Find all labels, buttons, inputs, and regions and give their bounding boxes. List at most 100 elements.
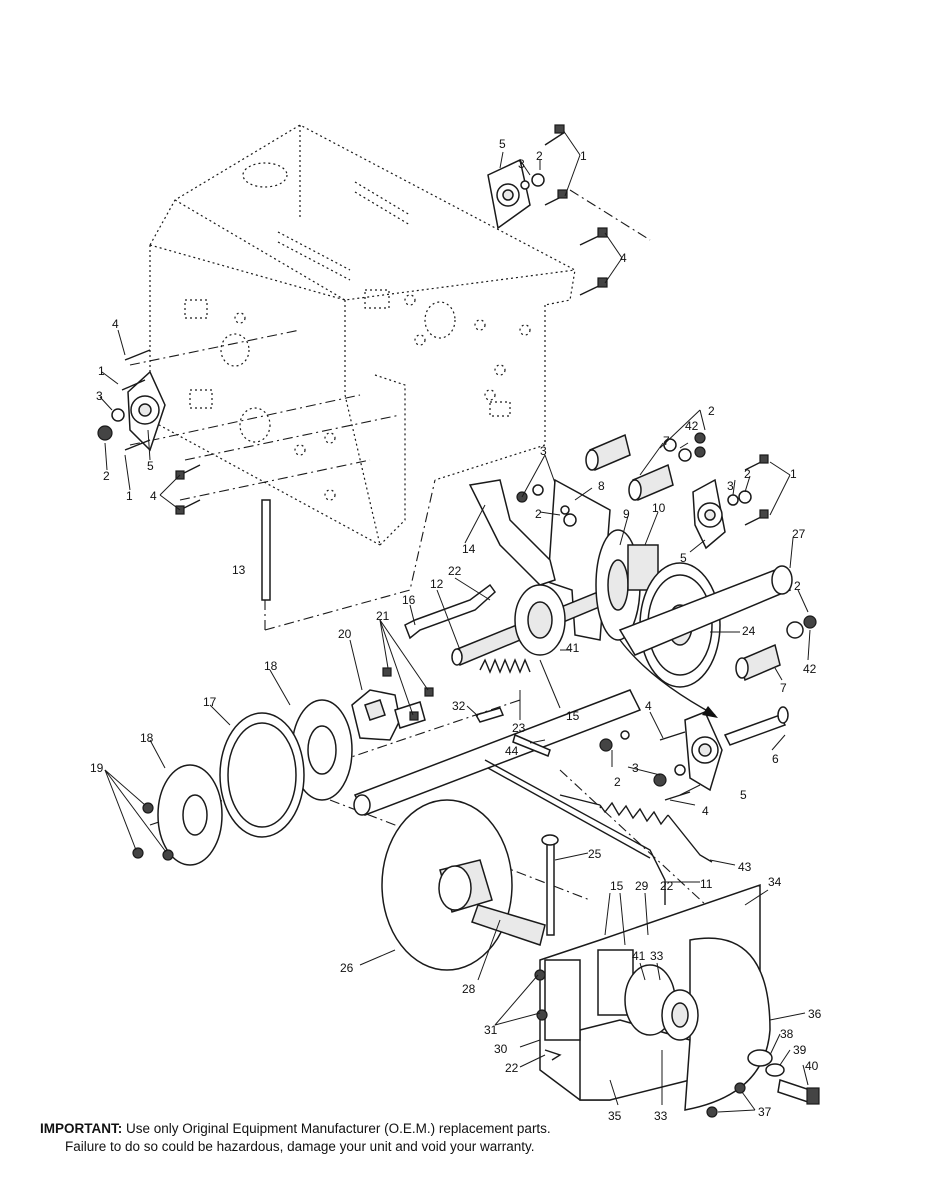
callout: 10 — [652, 501, 666, 515]
callout: 12 — [430, 577, 444, 591]
callout: 5 — [147, 459, 154, 473]
callout: 22 — [448, 564, 462, 578]
spacer-7-lower — [735, 615, 817, 682]
flange-bearing-left — [97, 349, 166, 452]
callout: 5 — [499, 137, 506, 151]
callout: 1 — [98, 364, 105, 378]
callout: 14 — [462, 542, 476, 556]
nuts-19 — [132, 802, 174, 861]
callout: 3 — [632, 761, 639, 775]
callout: 23 — [512, 721, 526, 735]
callout: 44 — [505, 744, 519, 758]
callout: 36 — [808, 1007, 822, 1021]
callout: 1 — [790, 467, 797, 481]
callout: 37 — [758, 1105, 772, 1119]
callout: 42 — [803, 662, 817, 676]
callout: 2 — [794, 579, 801, 593]
callout: 16 — [402, 593, 416, 607]
callout: 7 — [780, 681, 787, 695]
shaft-6 — [723, 706, 789, 746]
bolts-right-frame — [579, 227, 608, 296]
callout: 22 — [505, 1061, 519, 1075]
flange-bearing-lower-right — [599, 711, 723, 801]
flange-bearing-right — [692, 454, 769, 550]
nuts-37 — [706, 1082, 746, 1118]
callout: 8 — [598, 479, 605, 493]
callout-labels: 5 3 2 1 4 4 1 3 2 1 5 4 13 2 42 7 3 8 2 … — [90, 137, 822, 1123]
callout: 6 — [772, 752, 779, 766]
bolts-lower-left — [175, 464, 201, 515]
callout: 2 — [535, 507, 542, 521]
key-32-pin-44 — [474, 707, 551, 757]
callout: 9 — [623, 507, 630, 521]
callout: 35 — [608, 1109, 622, 1123]
callout: 11 — [700, 877, 713, 891]
callout: 4 — [620, 251, 627, 265]
important-notice: IMPORTANT: Use only Original Equipment M… — [40, 1120, 900, 1156]
shaft-28 — [471, 904, 546, 946]
callout: 5 — [680, 551, 687, 565]
callout: 3 — [96, 389, 103, 403]
plate-18-left — [157, 764, 223, 866]
callout: 41 — [566, 641, 580, 655]
friction-wheel-33 — [624, 964, 699, 1041]
friction-ring-17 — [219, 712, 305, 838]
callout: 28 — [462, 982, 476, 996]
callout: 19 — [90, 761, 104, 775]
spring-43 — [559, 794, 713, 863]
callout: 15 — [566, 709, 580, 723]
callout: 26 — [340, 961, 354, 975]
rod-13 — [261, 499, 271, 601]
clutch-36 — [684, 937, 771, 1111]
flange-bearing-top — [487, 124, 568, 230]
callout: 43 — [738, 860, 752, 874]
callout: 4 — [112, 317, 119, 331]
callout: 21 — [376, 609, 390, 623]
notice-line-2: Failure to do so could be hazardous, dam… — [65, 1139, 535, 1154]
callout: 27 — [792, 527, 806, 541]
callout: 42 — [685, 419, 699, 433]
callout: 7 — [663, 434, 670, 448]
callout: 33 — [650, 949, 664, 963]
callout: 2 — [614, 775, 621, 789]
callout: 18 — [264, 659, 278, 673]
callout: 5 — [740, 788, 747, 802]
bolts-31 — [534, 969, 548, 1021]
bearing-22-41 — [514, 584, 566, 656]
callout: 25 — [588, 847, 602, 861]
notice-label: IMPORTANT: — [40, 1121, 123, 1136]
washers-38-39-bolt-40 — [747, 1049, 820, 1105]
leader-lines — [99, 132, 811, 1113]
callout: 38 — [780, 1027, 794, 1041]
rod-11 — [484, 759, 666, 905]
callout: 3 — [727, 479, 734, 493]
callout: 3 — [518, 157, 525, 171]
callout: 18 — [140, 731, 154, 745]
callout: 4 — [645, 699, 652, 713]
drive-disc-26 — [381, 799, 513, 971]
callout: 40 — [805, 1059, 819, 1073]
spacers-upper — [585, 432, 706, 502]
callout: 1 — [126, 489, 133, 503]
callout: 1 — [580, 149, 587, 163]
callout: 41 — [632, 949, 646, 963]
axle-long — [353, 689, 642, 816]
arrow-indicator — [619, 639, 716, 716]
arrow-head — [702, 706, 718, 718]
callout: 4 — [150, 489, 157, 503]
callout: 24 — [742, 624, 756, 638]
callout: 29 — [635, 879, 649, 893]
callout: 3 — [540, 444, 547, 458]
lever-16 — [404, 583, 496, 640]
callout: 33 — [654, 1109, 668, 1123]
cotter-22-lower — [544, 1049, 562, 1061]
callout: 30 — [494, 1042, 508, 1056]
callout: 2 — [536, 149, 543, 163]
callout: 13 — [232, 563, 246, 577]
callout: 31 — [484, 1023, 498, 1037]
callout: 32 — [452, 699, 466, 713]
bracket-14 — [468, 479, 556, 586]
callout: 15 — [610, 879, 624, 893]
callout: 34 — [768, 875, 782, 889]
